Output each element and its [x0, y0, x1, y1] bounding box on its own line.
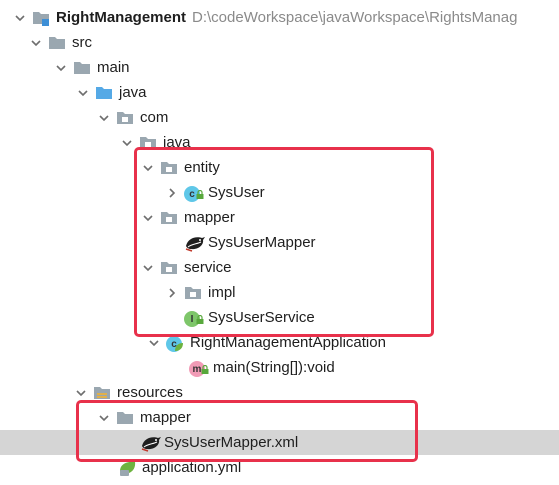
tree-node-impl[interactable]: impl	[164, 280, 236, 305]
tree-node-resources[interactable]: resources	[73, 380, 183, 405]
package-icon	[160, 259, 178, 277]
tree-node-label: impl	[208, 284, 236, 301]
tree-node-label: SysUserService	[208, 309, 315, 326]
tree-row[interactable]: application.yml	[0, 455, 559, 480]
tree-row[interactable]: src	[0, 30, 559, 55]
folder-icon	[116, 409, 134, 427]
tree-node-src[interactable]: src	[28, 30, 92, 55]
source-folder-icon	[95, 84, 113, 102]
tree-node-label: src	[72, 34, 92, 51]
tree-node-label: com	[140, 109, 169, 126]
chevron-down-icon[interactable]	[140, 160, 156, 176]
tree-node-application-yml[interactable]: application.yml	[98, 455, 241, 480]
tree-row[interactable]: resources	[0, 380, 559, 405]
tree-node-label: resources	[117, 384, 183, 401]
method-icon: m	[189, 359, 209, 377]
tree-row[interactable]: RightManagement D:\codeWorkspace\javaWork…	[0, 5, 559, 30]
spring-yml-icon	[118, 459, 136, 477]
tree-row[interactable]: mapper	[0, 205, 559, 230]
tree-node-label: java	[163, 134, 191, 151]
tree-node-entity[interactable]: entity	[140, 155, 220, 180]
resources-folder-icon	[93, 384, 111, 402]
chevron-right-icon[interactable]	[164, 285, 180, 301]
chevron-down-icon[interactable]	[73, 385, 89, 401]
chevron-down-icon[interactable]	[119, 135, 135, 151]
tree-node-label: main	[97, 59, 130, 76]
chevron-down-icon[interactable]	[28, 35, 44, 51]
tree-node-mapper[interactable]: mapper	[140, 205, 235, 230]
folder-icon	[73, 59, 91, 77]
tree-row[interactable]: service	[0, 255, 559, 280]
tree-node-label: SysUserMapper.xml	[164, 434, 299, 451]
tree-node-label: SysUserMapper	[208, 234, 316, 251]
tree-node-main[interactable]: main	[53, 55, 130, 80]
tree-row[interactable]: entity	[0, 155, 559, 180]
chevron-down-icon[interactable]	[12, 10, 28, 26]
tree-node-label: mapper	[184, 209, 235, 226]
package-icon	[139, 134, 157, 152]
tree-node-rightmanagement[interactable]: RightManagement D:\codeWorkspace\javaWork…	[12, 5, 517, 30]
chevron-right-icon[interactable]	[164, 185, 180, 201]
tree-row[interactable]: com	[0, 105, 559, 130]
package-icon	[160, 159, 178, 177]
chevron-down-icon[interactable]	[96, 410, 112, 426]
tree-row[interactable]: main	[0, 55, 559, 80]
tree-node-label: RightManagement	[56, 9, 187, 26]
tree-row[interactable]: java	[0, 130, 559, 155]
tree-node-label: java	[119, 84, 147, 101]
class-icon: c	[184, 184, 204, 202]
chevron-down-icon[interactable]	[53, 60, 69, 76]
tree-node-label: application.yml	[142, 459, 242, 476]
tree-row[interactable]: java	[0, 80, 559, 105]
chevron-down-icon[interactable]	[75, 85, 91, 101]
tree-node-java-source[interactable]: java	[75, 80, 147, 105]
tree-node-label: main(String[]):void	[213, 359, 335, 376]
project-path: D:\codeWorkspace\javaWorkspace\RightsMan…	[192, 9, 518, 26]
package-icon	[116, 109, 134, 127]
folder-icon	[48, 34, 66, 52]
tree-node-label: entity	[184, 159, 220, 176]
tree-node-rightmanagementapplication[interactable]: c RightManagementApplication	[146, 330, 386, 355]
tree-node-service[interactable]: service	[140, 255, 232, 280]
tree-row[interactable]: SysUserMapper.xml	[0, 430, 559, 455]
tree-node-resources-mapper[interactable]: mapper	[96, 405, 191, 430]
chevron-down-icon[interactable]	[146, 335, 162, 351]
tree-node-java-package[interactable]: java	[119, 130, 191, 155]
tree-row[interactable]: impl	[0, 280, 559, 305]
tree-node-sysusermapper[interactable]: SysUserMapper	[164, 230, 316, 255]
package-icon	[160, 209, 178, 227]
tree-row[interactable]: SysUserMapper	[0, 230, 559, 255]
package-icon	[184, 284, 202, 302]
mybatis-bird-icon	[184, 234, 205, 252]
chevron-down-icon[interactable]	[140, 210, 156, 226]
chevron-down-icon[interactable]	[96, 110, 112, 126]
tree-node-com[interactable]: com	[96, 105, 168, 130]
tree-node-label: mapper	[140, 409, 191, 426]
interface-icon: I	[184, 309, 204, 327]
tree-node-sysusermapper-xml[interactable]: SysUserMapper.xml	[120, 430, 298, 455]
tree-row[interactable]: mapper	[0, 405, 559, 430]
mybatis-xml-icon	[140, 434, 161, 452]
chevron-down-icon[interactable]	[140, 260, 156, 276]
tree-node-label: service	[184, 259, 232, 276]
spring-class-icon: c	[166, 334, 184, 352]
tree-node-label: SysUser	[208, 184, 265, 201]
tree-node-label: RightManagementApplication	[190, 334, 386, 351]
tree-row[interactable]: c RightManagementApplication	[0, 330, 559, 355]
module-folder-icon	[32, 9, 50, 27]
